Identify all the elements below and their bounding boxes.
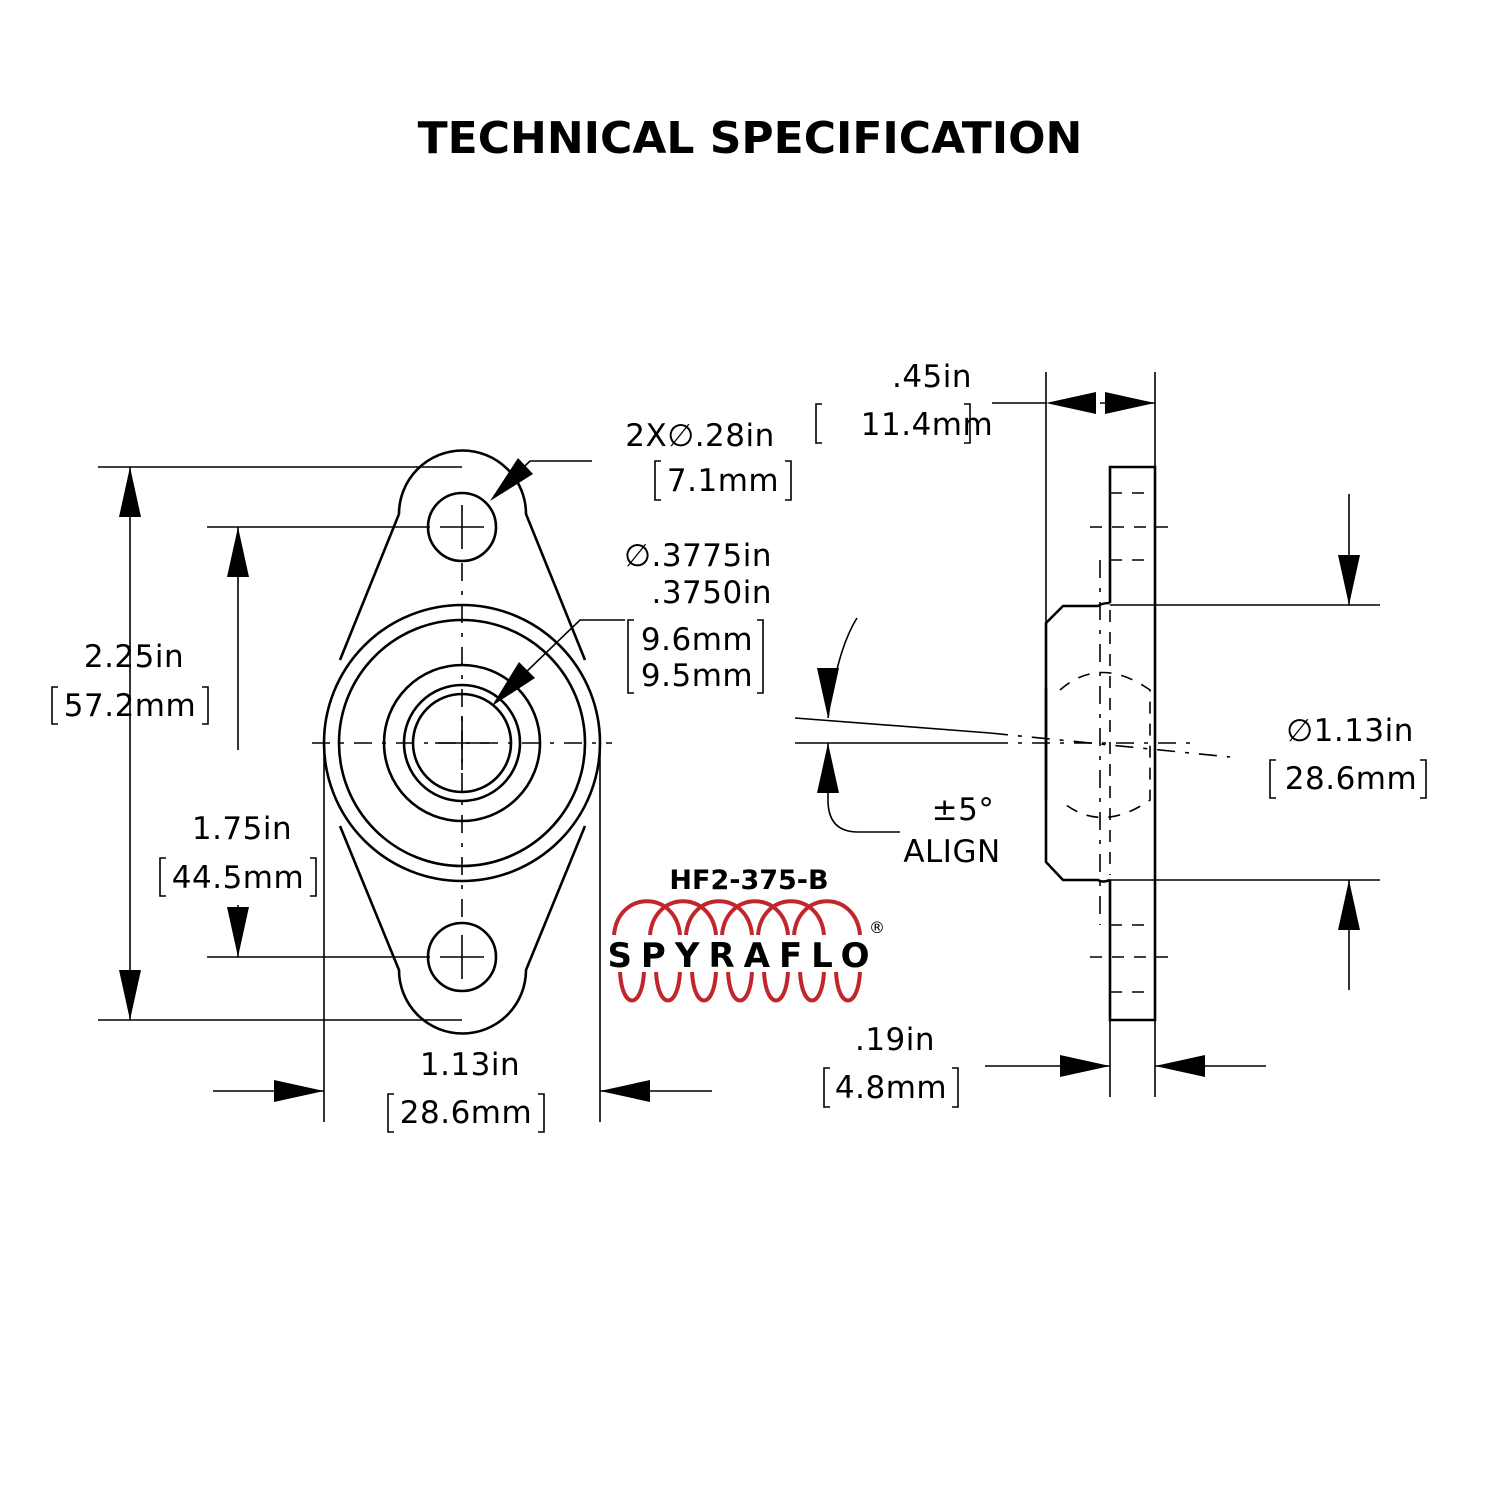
spring-coil-logo [612, 899, 862, 1003]
center-cross-marks [435, 505, 489, 979]
brand-logo: HF2-375-B SPYRAFLO ® [607, 865, 885, 1003]
side-hidden-lines [1090, 492, 1175, 993]
length-mm-label: 57.2mm [64, 688, 196, 724]
flange-thickness-in-label: .19in [855, 1022, 935, 1058]
bore-max-in-label: ∅.3775in [624, 538, 772, 574]
width-in-label: 1.13in [420, 1047, 520, 1083]
hub-diameter-mm-label: 28.6mm [1285, 761, 1417, 797]
align-angle-label: ±5° [932, 792, 995, 828]
arrow-down [119, 970, 141, 1020]
flange-thickness-mm-label: 4.8mm [835, 1070, 947, 1106]
front-dimensions [98, 458, 712, 1122]
side-view [989, 465, 1231, 1022]
flange-outline [338, 449, 587, 1035]
height-mm-label: 11.4mm [861, 407, 993, 443]
page-title: TECHNICAL SPECIFICATION [418, 113, 1083, 164]
align-label: ALIGN [903, 834, 1000, 870]
bore-min-in-label: .3750in [651, 575, 772, 611]
bolt-holes-mm-label: 7.1mm [667, 463, 779, 499]
hub-diameter-in-label: ∅1.13in [1286, 713, 1414, 749]
spacing-mm-label: 44.5mm [172, 860, 304, 896]
bore-max-mm-label: 9.6mm [641, 622, 753, 658]
arrow-up [119, 467, 141, 517]
registered-mark: ® [869, 918, 885, 937]
bore-min-mm-label: 9.5mm [641, 658, 753, 694]
width-mm-label: 28.6mm [400, 1095, 532, 1131]
side-ball-hidden [1059, 671, 1151, 819]
height-in-label: .45in [892, 359, 972, 395]
bolt-holes-in-label: 2X∅.28in [625, 418, 775, 454]
brand-name: SPYRAFLO [607, 936, 878, 976]
front-view [312, 449, 612, 1035]
model-number: HF2-375-B [669, 865, 828, 896]
side-flange-plate [1108, 465, 1157, 1022]
spacing-in-label: 1.75in [192, 811, 292, 847]
length-in-label: 2.25in [84, 639, 184, 675]
side-dimensions [794, 372, 1380, 1097]
